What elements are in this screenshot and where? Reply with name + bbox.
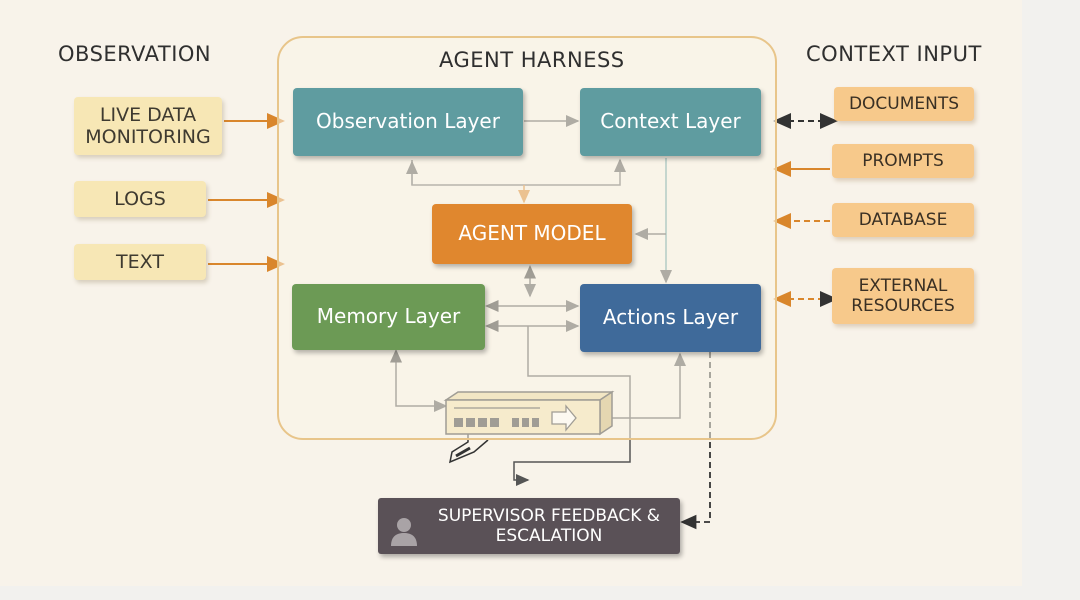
context-input-heading: CONTEXT INPUT: [806, 42, 982, 66]
context-database: DATABASE: [832, 203, 974, 237]
person-icon: [391, 518, 417, 546]
context-prompts: PROMPTS: [832, 144, 974, 178]
context-layer: Context Layer: [580, 88, 761, 156]
context-documents: DOCUMENTS: [834, 87, 974, 121]
supervisor-label: SUPERVISOR FEEDBACK & ESCALATION: [437, 505, 661, 546]
input-live-data-monitoring: LIVE DATA MONITORING: [74, 97, 222, 155]
agent-harness-title: AGENT HARNESS: [439, 48, 625, 72]
agent-model: AGENT MODEL: [432, 204, 632, 264]
observation-heading: OBSERVATION: [58, 42, 212, 66]
supervisor-feedback-escalation: SUPERVISOR FEEDBACK & ESCALATION: [378, 498, 680, 554]
observation-layer: Observation Layer: [293, 88, 523, 156]
input-logs: LOGS: [74, 181, 206, 217]
memory-layer: Memory Layer: [292, 284, 485, 350]
actions-layer: Actions Layer: [580, 284, 761, 352]
input-text: TEXT: [74, 244, 206, 280]
context-external-resources: EXTERNAL RESOURCES: [832, 268, 974, 324]
